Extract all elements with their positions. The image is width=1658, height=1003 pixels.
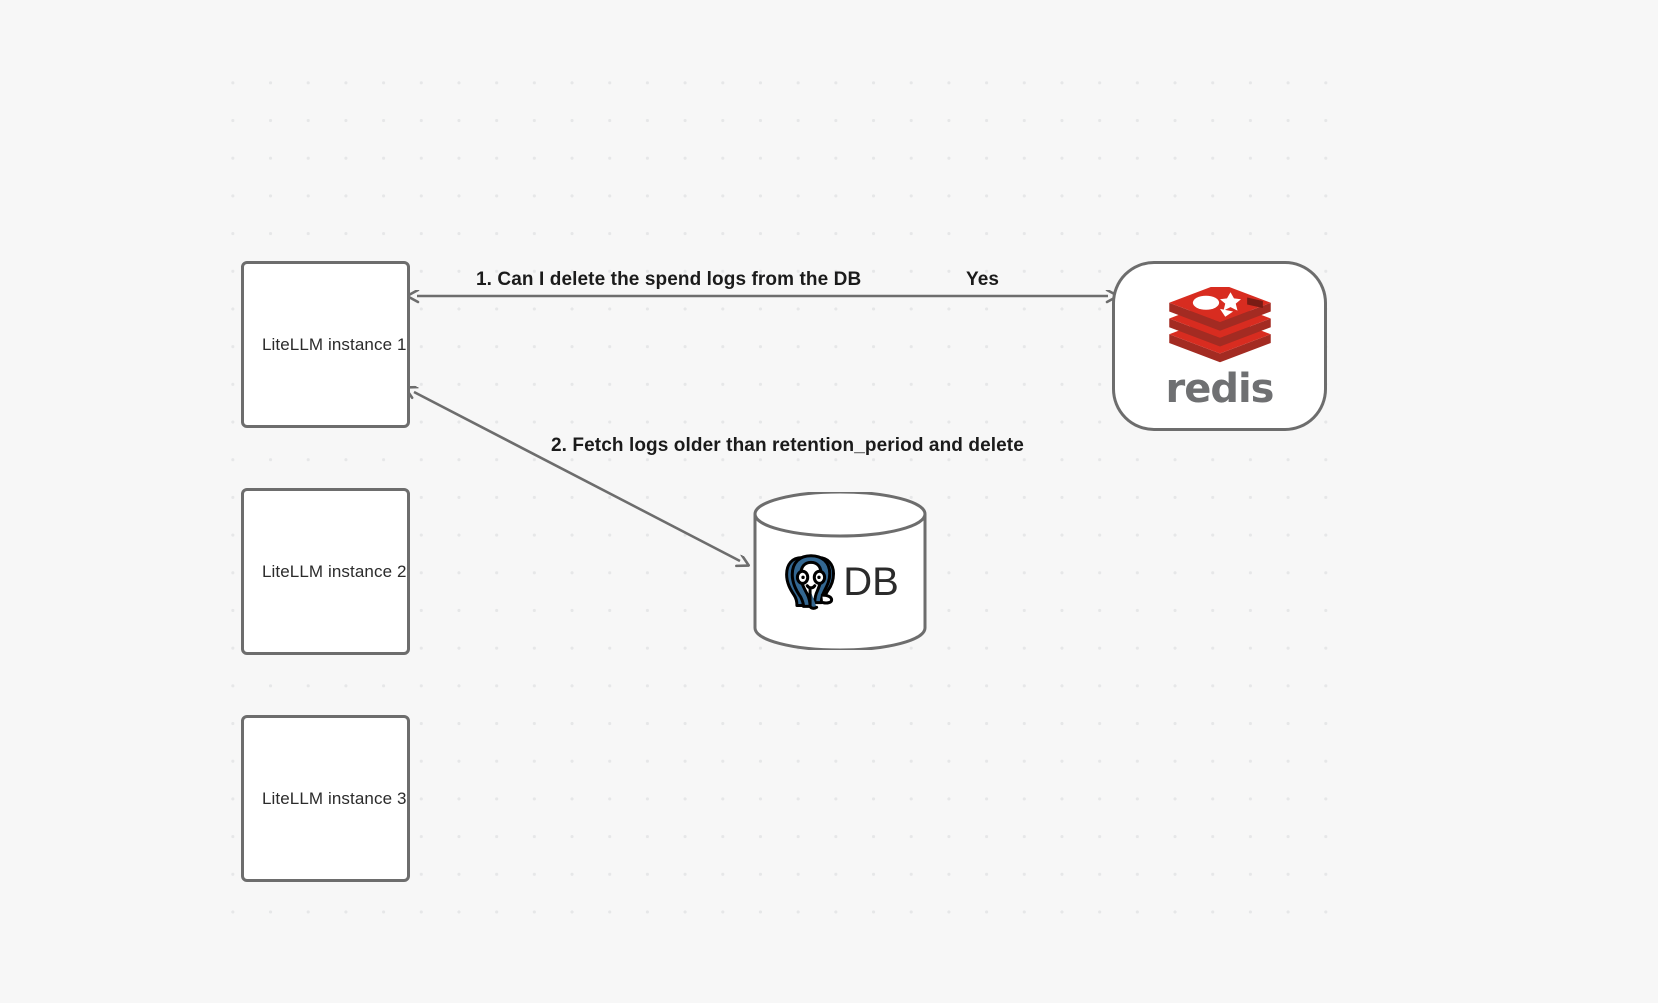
redis-wordmark: redis bbox=[1165, 366, 1274, 412]
postgresql-elephant-icon bbox=[785, 554, 836, 610]
node-database[interactable]: DB bbox=[752, 492, 928, 650]
edge-db-to-instance-1[interactable] bbox=[414, 392, 740, 561]
edge-label-step-2: 2. Fetch logs older than retention_perio… bbox=[551, 435, 1024, 456]
node-label-instance-3: LiteLLM instance 3 bbox=[262, 788, 407, 808]
node-label-instance-1: LiteLLM instance 1 bbox=[262, 334, 407, 354]
node-redis[interactable]: redis bbox=[1112, 261, 1327, 431]
redis-logo-icon bbox=[1168, 287, 1271, 363]
database-cylinder-shape bbox=[753, 492, 927, 650]
node-litellm-instance-3[interactable]: LiteLLM instance 3 bbox=[241, 715, 410, 882]
node-litellm-instance-1[interactable]: LiteLLM instance 1 bbox=[241, 261, 410, 428]
node-label-instance-2: LiteLLM instance 2 bbox=[262, 561, 407, 581]
edge-label-yes: Yes bbox=[966, 269, 1000, 290]
database-label: DB bbox=[843, 560, 899, 604]
edge-label-step-1: 1. Can I delete the spend logs from the … bbox=[476, 269, 862, 290]
node-litellm-instance-2[interactable]: LiteLLM instance 2 bbox=[241, 488, 410, 655]
